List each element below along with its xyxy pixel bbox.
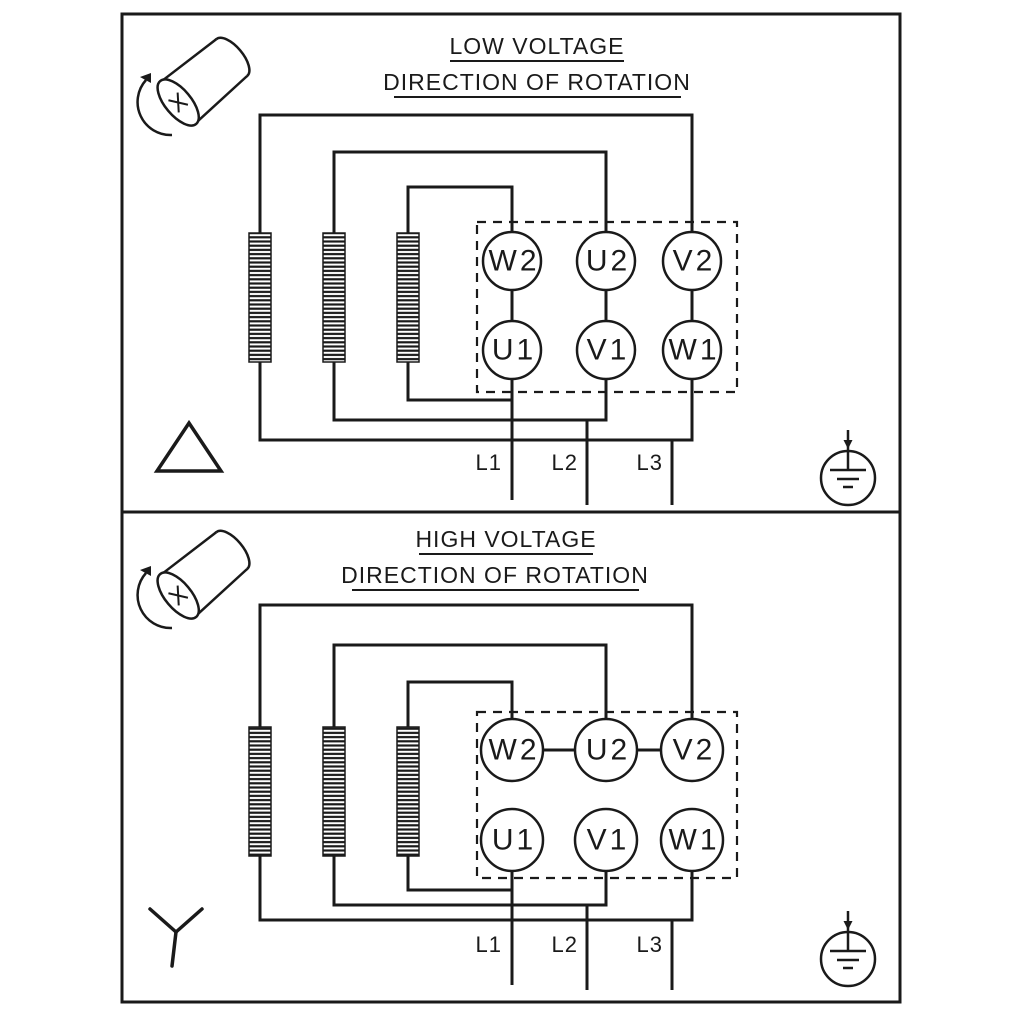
terminals-high: W2 U2 V2 U1 V1 W1 xyxy=(479,717,725,873)
rotation-arrow-head xyxy=(140,566,151,576)
terminal-w1 xyxy=(659,807,725,873)
rotation-arrow-head xyxy=(140,73,151,83)
line-l3-label: L3 xyxy=(637,932,663,957)
terminal-v2 xyxy=(661,230,723,292)
panel-title: LOW VOLTAGE xyxy=(449,33,624,59)
line-l3-label: L3 xyxy=(637,450,663,475)
terminal-block-outline xyxy=(475,220,739,394)
terminal-v2 xyxy=(659,717,725,783)
star-connection-icon xyxy=(148,907,204,968)
terminal-v1 xyxy=(573,807,639,873)
panel-low-voltage: LOW VOLTAGE DIRECTION OF ROTATION xyxy=(120,12,902,514)
terminal-w1 xyxy=(661,319,723,381)
rotation-arrow-arc xyxy=(136,572,173,630)
winding-coils xyxy=(248,232,420,363)
panel-subtitle: DIRECTION OF ROTATION xyxy=(341,562,649,588)
panel-title: HIGH VOLTAGE xyxy=(415,526,596,552)
wires-high xyxy=(258,603,694,990)
terminal-w1-label: W1 xyxy=(669,824,720,857)
line-l1-label: L1 xyxy=(476,932,502,957)
terminal-w2 xyxy=(481,230,543,292)
terminal-w2 xyxy=(479,717,545,783)
terminal-u1 xyxy=(479,807,545,873)
delta-connection-icon xyxy=(153,419,225,473)
terminal-u1-label: U1 xyxy=(492,334,536,367)
terminal-u1 xyxy=(481,319,543,381)
line-l1-label: L1 xyxy=(476,450,502,475)
terminals-low: W2 U2 V2 U1 V1 W1 xyxy=(481,230,723,381)
terminal-v1-label: V1 xyxy=(587,334,630,367)
coil-3 xyxy=(396,726,420,857)
terminal-u2 xyxy=(575,230,637,292)
shaft-rotation-icon xyxy=(136,529,251,630)
line-l2-label: L2 xyxy=(552,450,578,475)
terminal-v1-label: V1 xyxy=(587,824,630,857)
terminal-u2-label: U2 xyxy=(586,734,630,767)
terminal-v2-label: V2 xyxy=(673,245,716,278)
terminal-w1-label: W1 xyxy=(669,334,720,367)
panel-high-voltage: HIGH VOLTAGE DIRECTION OF ROTATION xyxy=(120,510,902,1004)
coil-2 xyxy=(322,232,346,363)
terminal-u2-label: U2 xyxy=(586,245,630,278)
ground-icon xyxy=(819,430,877,507)
line-l2-label: L2 xyxy=(552,932,578,957)
wires-low xyxy=(258,113,694,505)
terminal-v1 xyxy=(575,319,637,381)
terminal-block-outline xyxy=(475,710,739,880)
shaft-rotation-icon xyxy=(136,36,251,137)
winding-coils xyxy=(248,726,420,857)
ground-icon xyxy=(819,911,877,988)
terminal-v2-label: V2 xyxy=(673,734,716,767)
terminal-u2 xyxy=(573,717,639,783)
supply-lines-high: L1 L2 L3 xyxy=(476,932,663,957)
terminal-w2-label: W2 xyxy=(489,734,540,767)
terminal-w2-label: W2 xyxy=(489,245,540,278)
panel-border xyxy=(120,510,902,1004)
coil-2 xyxy=(322,726,346,857)
coil-1 xyxy=(248,232,272,363)
panel-subtitle: DIRECTION OF ROTATION xyxy=(383,69,691,95)
rotation-arrow-arc xyxy=(136,79,173,137)
coil-3 xyxy=(396,232,420,363)
coil-1 xyxy=(248,726,272,857)
terminal-u1-label: U1 xyxy=(492,824,536,857)
supply-lines-low: L1 L2 L3 xyxy=(476,450,663,475)
